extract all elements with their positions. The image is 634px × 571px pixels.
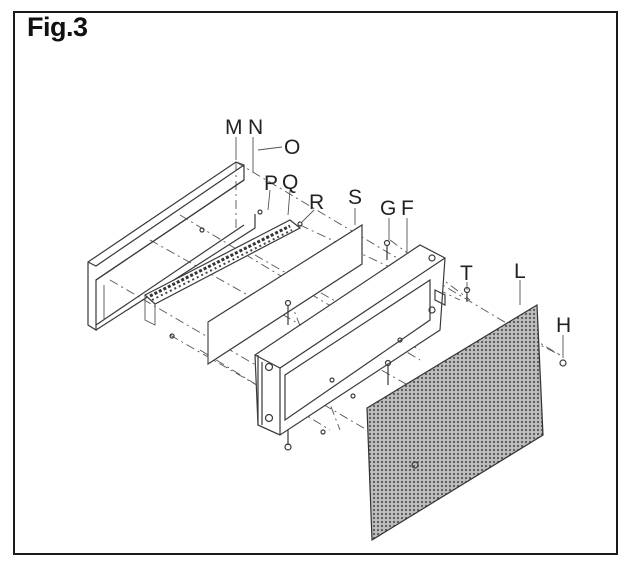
insulation-sheet-S [207, 223, 363, 366]
label-L: L [514, 260, 526, 283]
label-N: N [248, 116, 263, 139]
front-frame-F [254, 244, 446, 436]
screws [169, 209, 567, 469]
label-H: H [556, 314, 571, 337]
label-O: O [284, 136, 300, 159]
part-labels: M N O P Q R S G F T L H [225, 116, 571, 337]
label-T: T [460, 262, 473, 285]
leader-lines [235, 137, 564, 358]
label-Q: Q [282, 171, 298, 194]
label-M: M [225, 116, 243, 139]
label-F: F [401, 197, 414, 220]
mesh-grille-L [366, 303, 544, 542]
circuit-board-N [143, 219, 302, 326]
label-P: P [264, 172, 278, 195]
label-G: G [380, 197, 396, 220]
figure-title: Fig.3 [27, 12, 88, 42]
label-R: R [309, 191, 324, 214]
rear-bracket-M [87, 161, 256, 332]
label-S: S [348, 186, 362, 209]
